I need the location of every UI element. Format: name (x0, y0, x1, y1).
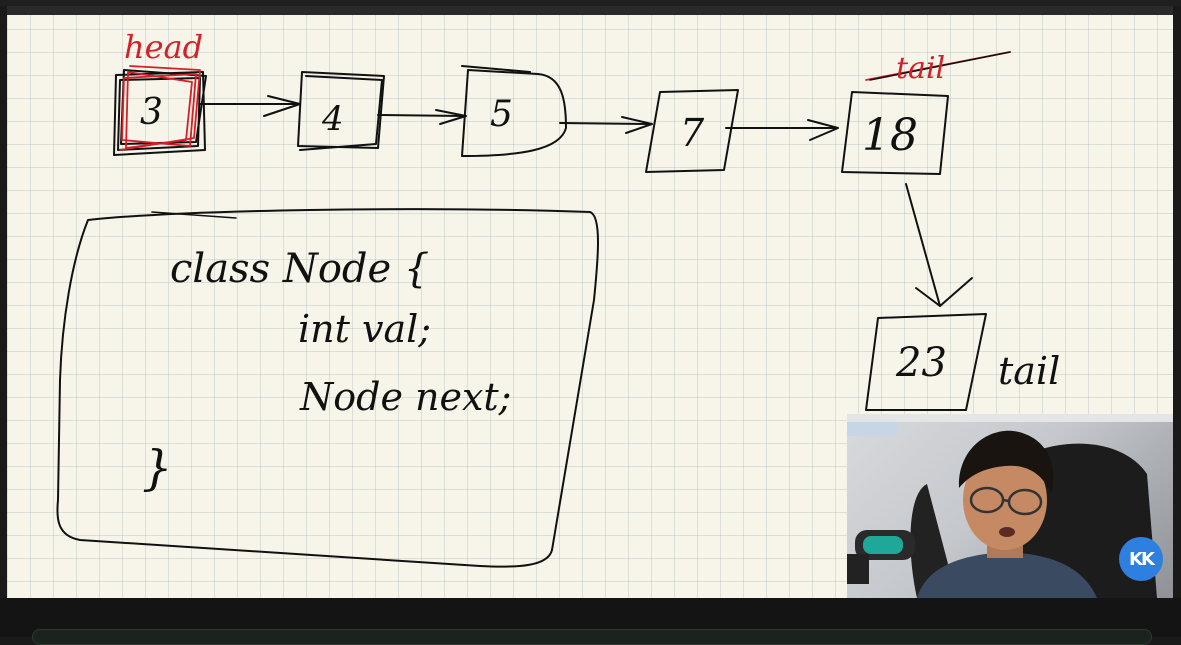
node-23-value: 23 (895, 340, 947, 386)
node-5-box (461, 69, 567, 157)
webcam-overlay (847, 414, 1173, 598)
node-23-box (865, 313, 987, 411)
node-3-red-box (119, 65, 201, 151)
arrow-4-5 (377, 114, 465, 117)
tail-strike-black (869, 51, 1011, 81)
code-line-next: Node next; (299, 375, 512, 419)
code-line-val: int val; (298, 307, 431, 351)
presenter-video (847, 414, 1173, 598)
arrow-5-7 (559, 122, 651, 125)
tail-label-crossed: tail (896, 51, 945, 86)
node-4-value: 4 (321, 99, 344, 139)
node-18-box (841, 91, 949, 175)
top-bar (0, 0, 1181, 6)
tail-label: tail (998, 349, 1060, 393)
node-7-value: 7 (680, 111, 705, 155)
node-5-value: 5 (490, 94, 513, 135)
canvas-top-strip (7, 6, 1173, 15)
whiteboard-drawing: head tail 3 4 5 7 18 23 tail class Node … (56, 28, 1060, 568)
head-label: head (124, 28, 203, 66)
channel-logo: KK (1119, 537, 1163, 581)
node-3-value: 3 (140, 92, 163, 133)
node-7-box (645, 89, 739, 173)
node-4-box (297, 71, 385, 151)
node-18-value: 18 (862, 110, 918, 161)
code-line-close: } (142, 440, 173, 496)
arrow-18-23 (905, 183, 941, 307)
code-line-class: class Node { (170, 246, 429, 292)
class-box-outline (56, 208, 599, 568)
bottom-input-bar[interactable] (32, 629, 1152, 645)
